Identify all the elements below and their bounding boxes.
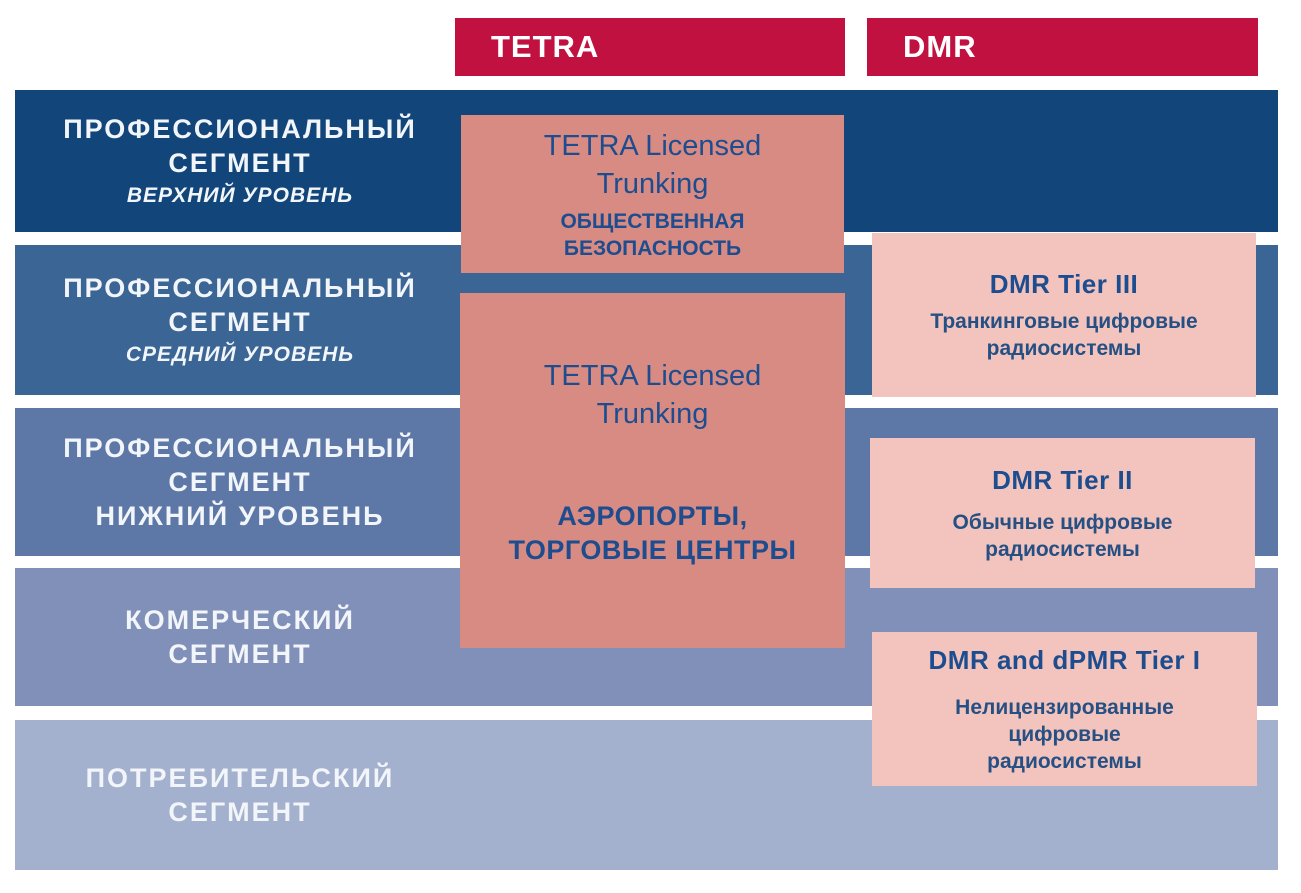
tetra-box-title: TETRA Licensed Trunking [544,357,762,433]
tetra-box-subtitle: ОБЩЕСТВЕННАЯ БЕЗОПАСНОСТЬ [560,209,745,260]
tetra-licensed-trunking-airports-box: TETRA Licensed Trunking АЭРОПОРТЫ, ТОРГО… [460,293,845,648]
tetra-box-subtitle: АЭРОПОРТЫ, ТОРГОВЫЕ ЦЕНТРЫ [508,501,797,565]
tetra-box-title-line1: TETRA Licensed [543,129,762,162]
segment-name-line: СЕГМЕНТ [168,148,312,178]
segment-level-label: СРЕДНИЙ УРОВЕНЬ [125,343,355,366]
tetra-licensed-trunking-public-safety-box: TETRA Licensed Trunking ОБЩЕСТВЕННАЯ БЕЗ… [461,115,844,273]
dmr-tier-3-box: DMR Tier III Транкинговые цифровые радио… [872,233,1256,397]
dmr-dpmr-tier-1-box: DMR and dPMR Tier I Нелицензированные ци… [872,632,1257,786]
tetra-column-header-label: TETRA [491,29,600,64]
dmr-tier-3-title: DMR Tier III [989,269,1139,299]
segment-name-line: ПРОФЕССИОНАЛЬНЫЙ [63,114,417,144]
segment-label-professional-lower: ПРОФЕССИОНАЛЬНЫЙ СЕГМЕНТ НИЖНИЙ УРОВЕНЬ [15,408,465,556]
segment-name-line: КОМЕРЧЕСКИЙ [125,605,355,635]
dmr-tier-2-box: DMR Tier II Обычные цифровые радиосистем… [870,438,1255,588]
segment-label-commercial: КОМЕРЧЕСКИЙ СЕГМЕНТ [15,568,465,706]
dmr-tier-2-subtitle: Обычные цифровые радиосистемы [952,510,1173,561]
tetra-column-header: TETRA [455,18,845,76]
segment-label-consumer: ПОТРЕБИТЕЛЬСКИЙ СЕГМЕНТ [15,720,465,870]
segment-name-line: СЕГМЕНТ [168,797,312,827]
segment-name-line: СЕГМЕНТ [168,467,312,497]
dmr-tier-1-title: DMR and dPMR Tier I [928,644,1201,675]
tetra-box-title-line2: Trunking [596,167,709,200]
dmr-tier-3-subtitle: Транкинговые цифровые радиосистемы [930,310,1198,360]
segment-label-professional-middle: ПРОФЕССИОНАЛЬНЫЙ СЕГМЕНТ СРЕДНИЙ УРОВЕНЬ [15,245,465,395]
dmr-column-header: DMR [867,18,1258,76]
tetra-box-title: TETRA Licensed Trunking [544,127,762,203]
segment-name-line: ПРОФЕССИОНАЛЬНЫЙ [63,273,417,303]
tetra-box-title-line2: Trunking [596,398,709,430]
dmr-tier-2-title: DMR Tier II [992,464,1133,495]
segment-name-line: СЕГМЕНТ [168,307,312,337]
tetra-box-title-line1: TETRA Licensed [543,360,762,392]
dmr-tier-1-subtitle: Нелицензированные цифровые радиосистемы [955,695,1174,773]
segment-name-line: СЕГМЕНТ [168,639,312,669]
segment-label-professional-upper: ПРОФЕССИОНАЛЬНЫЙ СЕГМЕНТ ВЕРХНИЙ УРОВЕНЬ [15,90,465,232]
segment-level-label: ВЕРХНИЙ УРОВЕНЬ [126,184,354,207]
dmr-column-header-label: DMR [903,29,977,64]
segment-level-label: НИЖНИЙ УРОВЕНЬ [95,501,385,531]
segment-name-line: ПОТРЕБИТЕЛЬСКИЙ [85,763,395,793]
segment-name-line: ПРОФЕССИОНАЛЬНЫЙ [63,433,417,463]
